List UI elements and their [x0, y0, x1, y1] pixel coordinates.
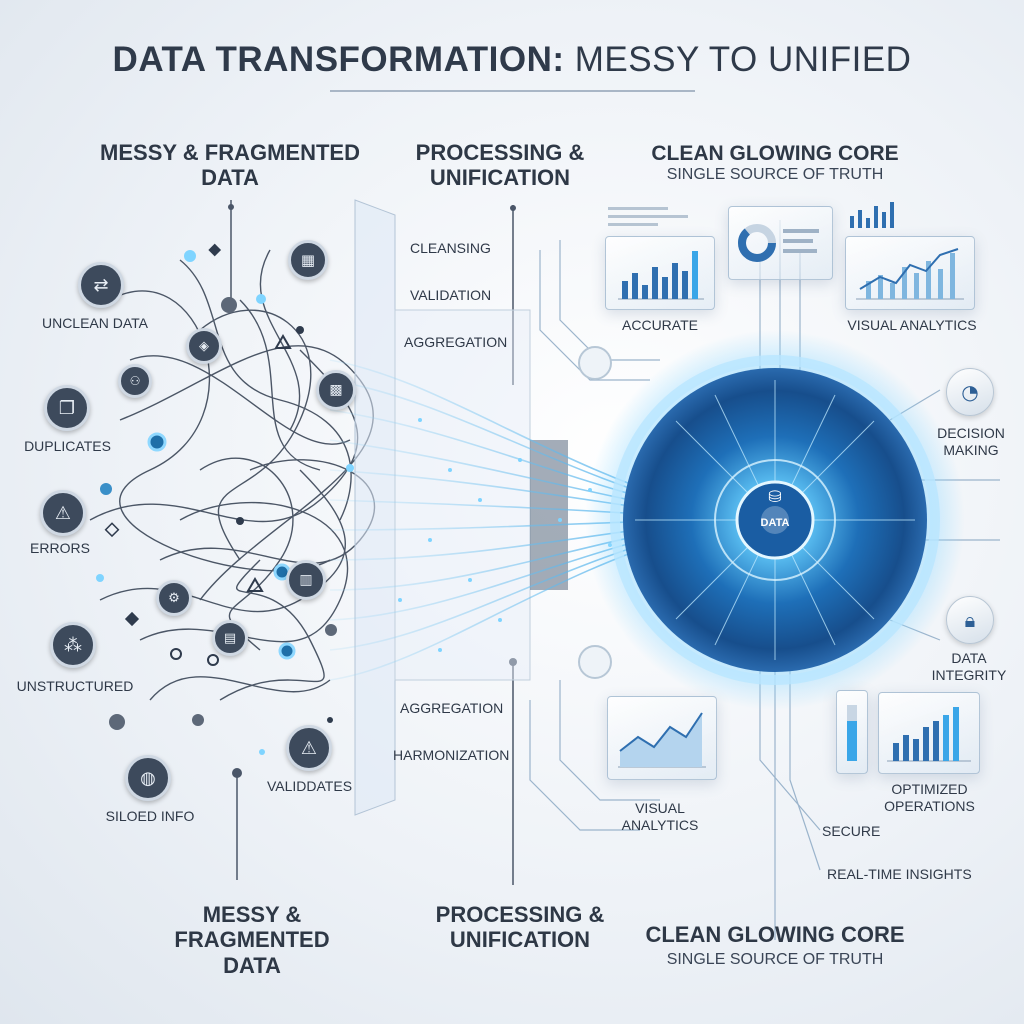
lock-icon: 🔒︎	[946, 596, 994, 644]
database-icon: ⛁	[768, 487, 782, 506]
messy-label-validdates: VALIDDATES	[266, 778, 353, 794]
connect-icon: ⚇	[118, 364, 152, 398]
vertical-progress-icon	[847, 705, 857, 761]
core-center	[735, 480, 815, 560]
donut-chart-icon	[738, 224, 819, 262]
pie-chart-icon: ◔	[946, 368, 994, 416]
outcome-data-integrity: DATA INTEGRITY	[931, 650, 1007, 683]
step-aggregation-1: AGGREGATION	[404, 334, 508, 350]
outcome-visual-analytics-bottom: VISUAL ANALYTICS	[621, 800, 699, 833]
map-icon: ▦	[288, 240, 328, 280]
warning-icon: ⚠	[40, 490, 86, 536]
step-aggregation-2: AGGREGATION	[400, 700, 504, 716]
gear-icon: ⚙	[156, 580, 192, 616]
outcome-real-time-insights: REAL-TIME INSIGHTS	[827, 866, 972, 882]
core-label: DATA	[760, 517, 790, 529]
outcome-visual-analytics-top: VISUAL ANALYTICS	[847, 317, 977, 333]
title-divider	[330, 90, 695, 92]
document-icon: ▤	[212, 620, 248, 656]
glass-panel-back	[394, 309, 531, 681]
growth-bar-icon	[887, 707, 971, 762]
step-cleansing: CLEANSING	[410, 240, 491, 256]
barcode-icon: ▥	[286, 560, 326, 600]
mini-lines-icon	[608, 207, 688, 226]
warning-icon-2: ⚠	[286, 725, 332, 771]
optimized-chart-card	[878, 692, 980, 774]
heading-messy-bottom: MESSY & FRAGMENTED DATA	[174, 902, 330, 978]
core-ring	[610, 355, 940, 685]
globe-icon: ◍	[125, 755, 171, 801]
messy-label-unclean: UNCLEAN DATA	[41, 315, 149, 331]
mini-bar-icon	[850, 202, 894, 228]
title-bold: DATA TRANSFORMATION:	[112, 40, 565, 79]
heading-core-top: CLEAN GLOWING CORE	[651, 142, 899, 165]
network-icon: ⁂	[50, 622, 96, 668]
outcome-decision-making: DECISION MAKING	[937, 425, 1005, 458]
grid-icon: ▩	[316, 370, 356, 410]
heading-processing-top: PROCESSING & UNIFICATION	[415, 140, 585, 191]
subheading-core-bottom: SINGLE SOURCE OF TRUTH	[666, 951, 884, 968]
messy-label-duplicates: DUPLICATES	[24, 438, 111, 454]
messy-label-siloed: SILOED INFO	[105, 808, 195, 824]
glass-panel-front	[354, 199, 396, 816]
heading-connectors	[230, 200, 514, 885]
donut-chart-card	[728, 206, 833, 280]
outcome-secure: SECURE	[822, 823, 881, 839]
outcome-accurate: ACCURATE	[622, 317, 698, 333]
line-chart-icon	[856, 248, 964, 300]
step-validation: VALIDATION	[410, 287, 492, 303]
step-harmonization: HARMONIZATION	[393, 747, 510, 763]
progress-card	[836, 690, 868, 774]
title-light: MESSY TO UNIFIED	[574, 40, 912, 79]
heading-core-bottom: CLEAN GLOWING CORE	[645, 922, 905, 947]
outcome-optimized-operations: OPTIMIZED OPERATIONS	[884, 781, 975, 814]
accurate-chart-card	[605, 236, 715, 310]
heading-processing-bottom: PROCESSING & UNIFICATION	[435, 902, 605, 953]
messy-label-errors: ERRORS	[30, 540, 90, 556]
shuffle-icon: ⇄	[78, 262, 124, 308]
heading-messy-top: MESSY & FRAGMENTED DATA	[100, 140, 360, 191]
subheading-core-top: SINGLE SOURCE OF TRUTH	[666, 166, 884, 183]
copy-icon: ❐	[44, 385, 90, 431]
node-icon-bottom	[578, 645, 612, 679]
bar-chart-icon	[618, 251, 704, 300]
page-title: DATA TRANSFORMATION: MESSY TO UNIFIED	[0, 40, 1024, 80]
cube-icon: ◈	[186, 328, 222, 364]
connector-dots	[228, 204, 517, 778]
messy-label-unstructured: UNSTRUCTURED	[16, 678, 134, 694]
visual-analytics-chart-card	[845, 236, 975, 310]
node-icon-top	[578, 346, 612, 380]
area-chart-icon	[618, 712, 706, 768]
visual-analytics-bottom-card	[607, 696, 717, 780]
